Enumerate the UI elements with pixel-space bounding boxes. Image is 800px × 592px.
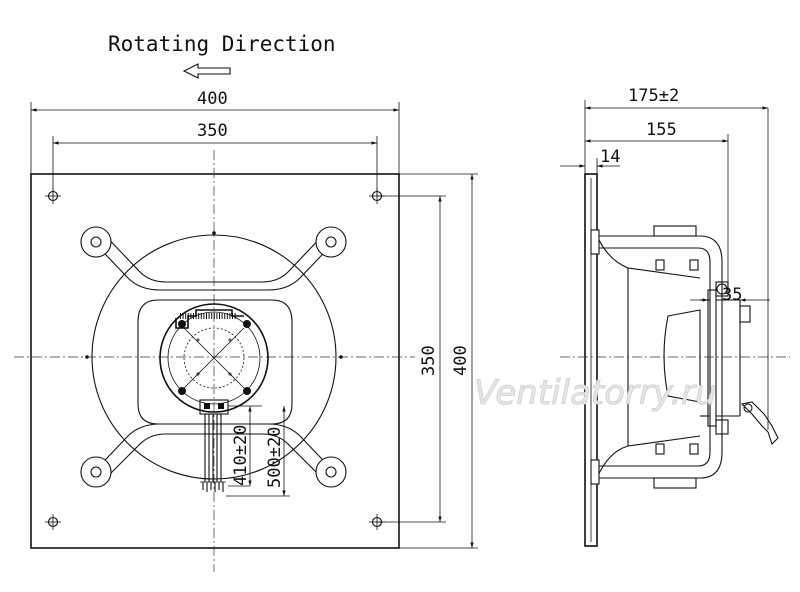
cable-assembly [199,399,229,492]
dim-height-400: 400 [451,345,471,376]
side-motor [663,281,779,446]
dim-depth-175: 175±2 [628,86,679,106]
side-view: 175±2 155 14 35 [560,86,790,547]
dim-plate-14: 14 [600,147,620,167]
front-view: 410±20 500±20 400 350 350 400 [14,89,478,572]
dim-depth-155: 155 [646,120,677,140]
side-dimensions: 175±2 155 14 35 [560,86,770,430]
dim-cable-410: 410±20 [231,425,251,486]
dim-cable-500: 500±20 [265,427,285,488]
rotating-direction-label: Rotating Direction [108,32,336,56]
dim-offset-35: 35 [722,285,742,305]
dim-height-350: 350 [419,345,439,376]
motor-rotor [159,303,269,413]
dim-width-400: 400 [197,89,228,109]
front-horizontal-dimensions: 400 350 [30,89,400,196]
side-plate [584,173,598,547]
dim-width-350: 350 [197,121,228,141]
watermark: Ventilatorry.ru [474,373,717,413]
cable-dimensions: 410±20 500±20 [226,405,290,497]
rotation-arrow-icon [182,63,231,79]
motor-housing [137,299,293,425]
front-vertical-dimensions: 350 400 [377,173,478,549]
venturi-ring [91,234,337,480]
front-plate [30,173,400,549]
